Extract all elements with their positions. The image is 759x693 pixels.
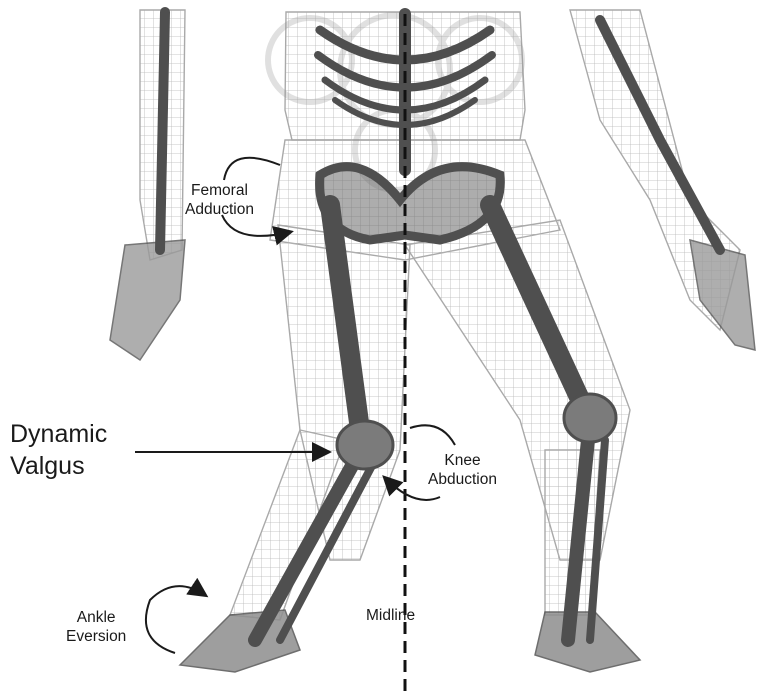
- femoral-adduction-arrow-top: [224, 158, 280, 180]
- femoral-adduction-label: Femoral Adduction: [185, 182, 254, 219]
- dynamic-valgus-label: Dynamic Valgus: [10, 418, 107, 482]
- knee-abduction-label: Knee Abduction: [428, 452, 497, 489]
- knee-abduction-arrow-top: [410, 425, 455, 445]
- ankle-eversion-arrow: [146, 586, 205, 653]
- ankle-eversion-label: Ankle Eversion: [66, 609, 126, 646]
- midline-label: Midline: [366, 607, 415, 626]
